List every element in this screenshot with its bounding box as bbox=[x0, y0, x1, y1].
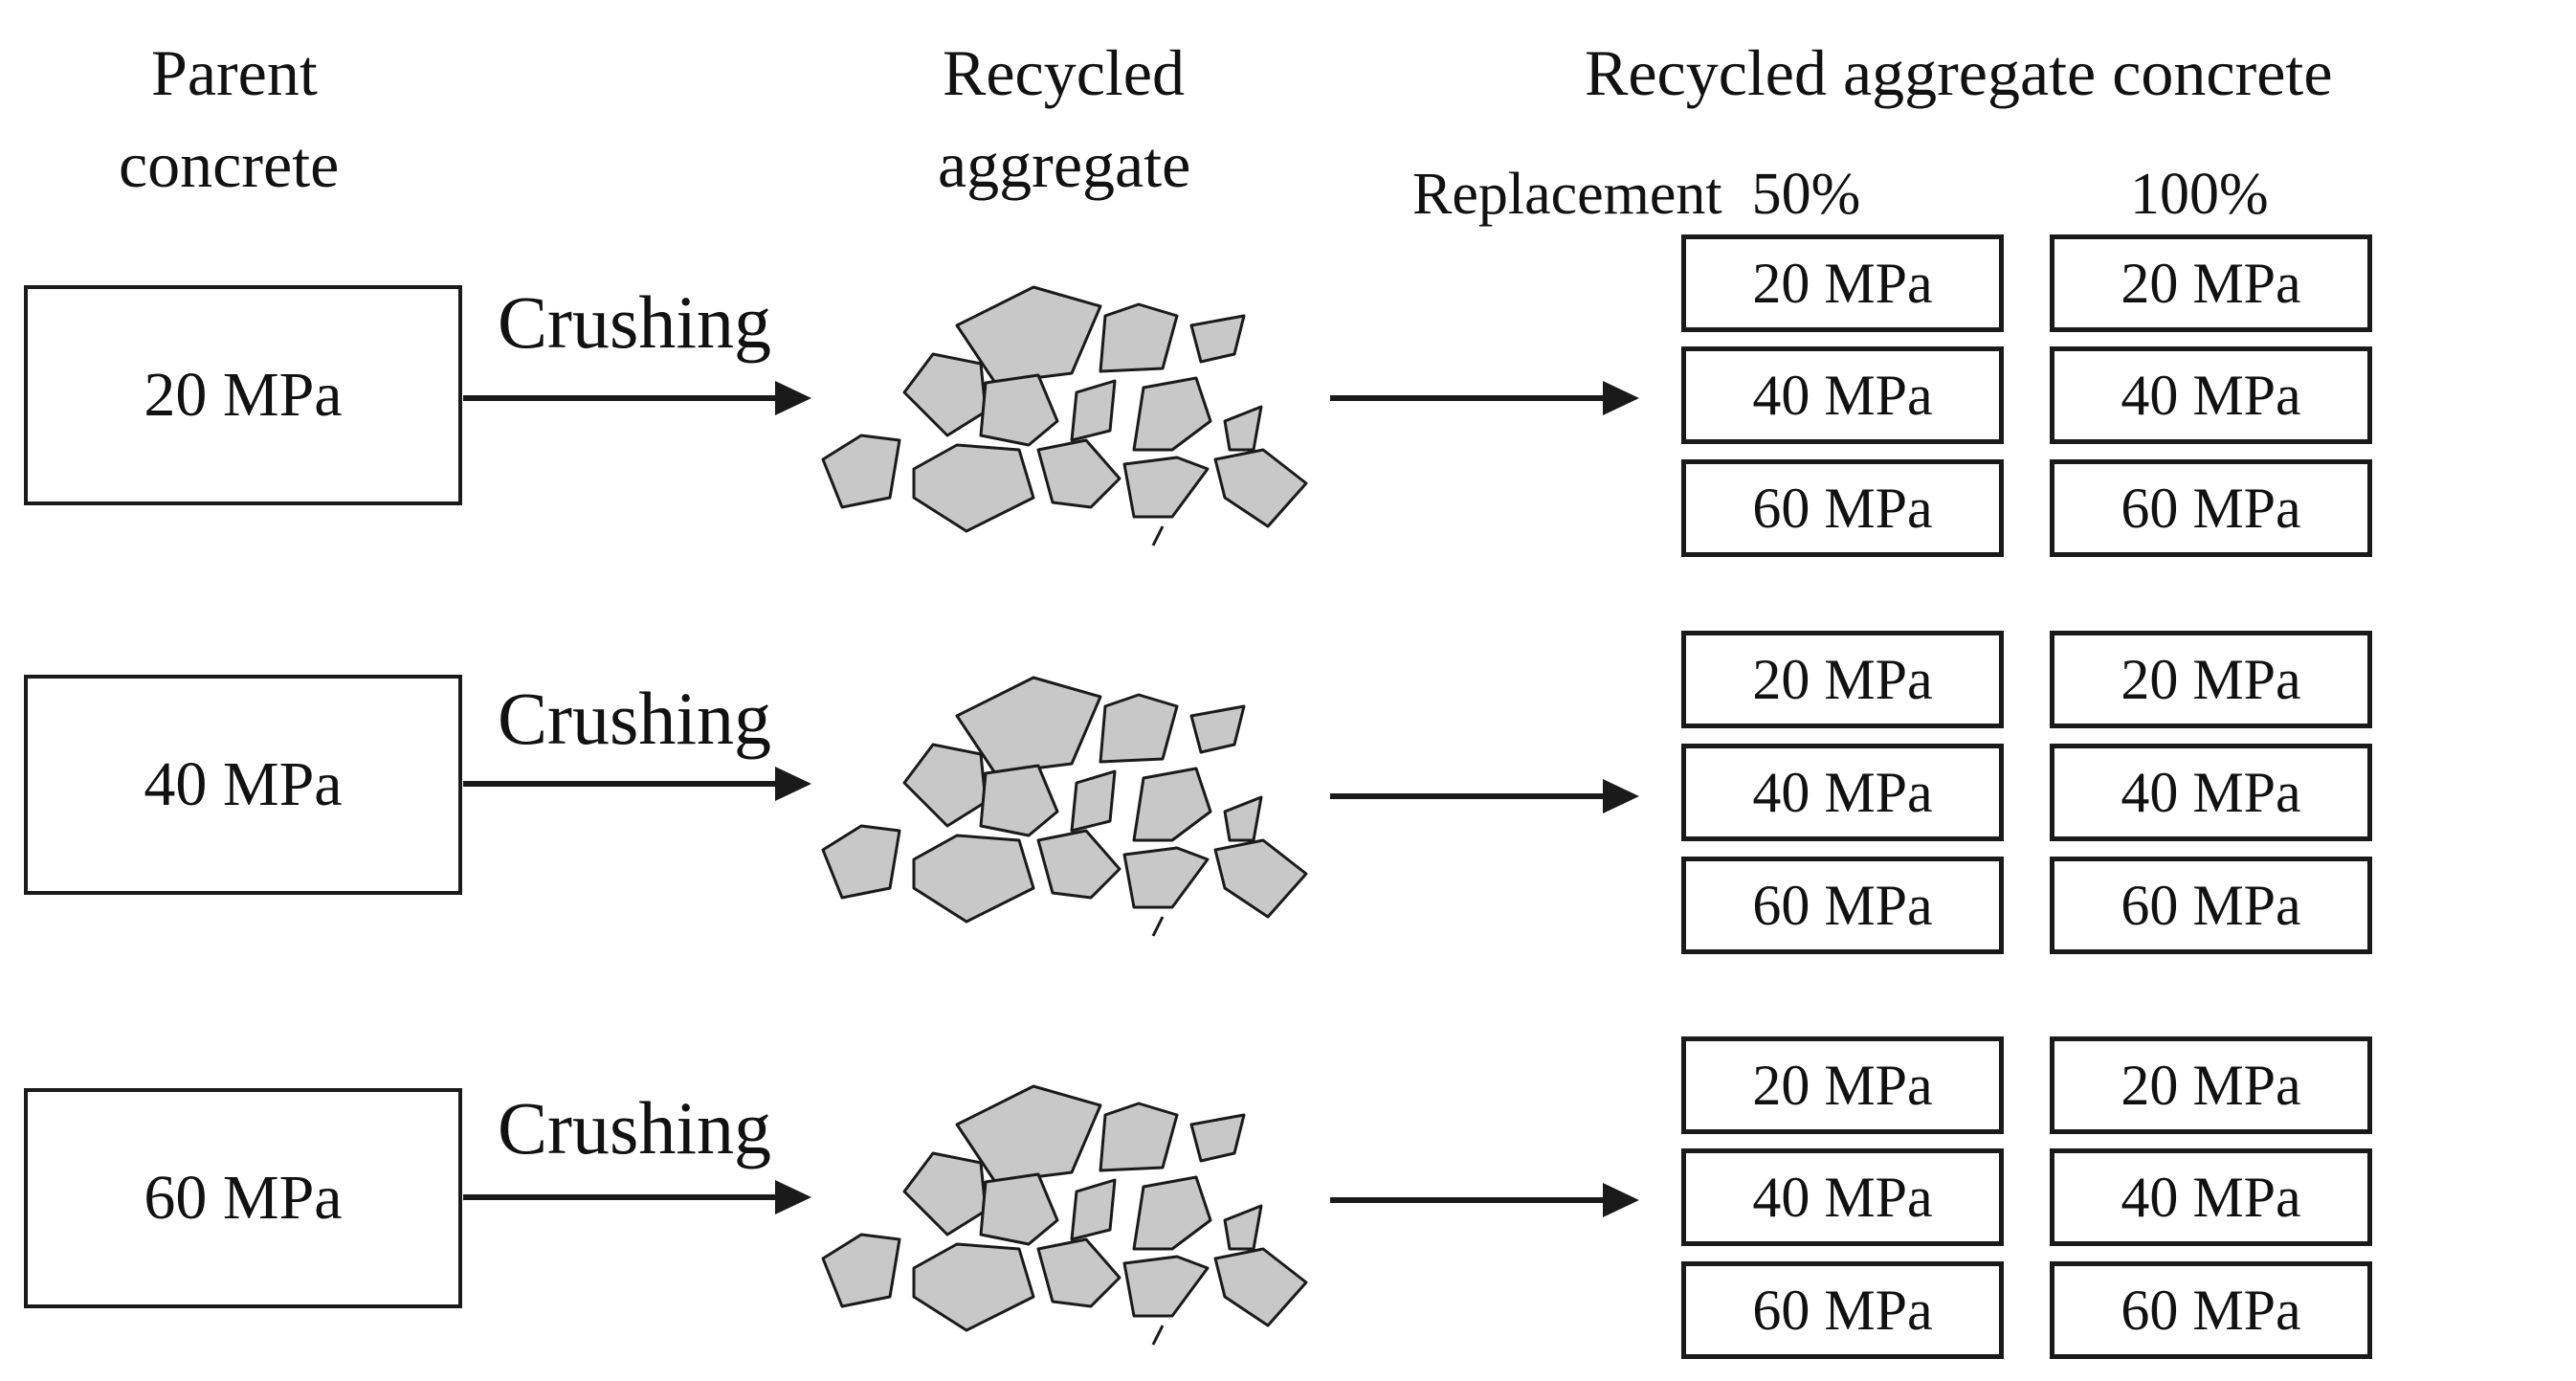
aggregate-pile-row2 bbox=[821, 676, 1308, 937]
rac-strength-label: 60 MPa bbox=[1752, 873, 1933, 937]
rac-strength-label: 60 MPa bbox=[2121, 1278, 2301, 1342]
parent-concrete-box-1: 20 MPa bbox=[24, 285, 462, 505]
rac-strength-label: 40 MPa bbox=[1752, 1165, 1933, 1229]
rac-strength-label: 20 MPa bbox=[1752, 647, 1933, 711]
parent-strength-label: 60 MPa bbox=[144, 1163, 343, 1233]
rac-strength-label: 60 MPa bbox=[2121, 476, 2301, 540]
rac-box-50-row3-b: 40 MPa bbox=[1681, 1148, 2004, 1246]
parent-strength-label: 40 MPa bbox=[144, 749, 343, 819]
crushing-label-row3: Crushing bbox=[498, 1086, 772, 1169]
aggregate-pile-row1 bbox=[821, 285, 1308, 546]
rac-box-100-row3-a: 20 MPa bbox=[2050, 1036, 2372, 1134]
arrow-to-rac-row3 bbox=[1330, 1183, 1639, 1217]
parent-concrete-header-line2: concrete bbox=[119, 128, 340, 201]
rac-box-50-row3-c: 60 MPa bbox=[1681, 1261, 2004, 1359]
rac-box-100-row1-a: 20 MPa bbox=[2050, 234, 2372, 332]
arrow-crushing-row3 bbox=[463, 1180, 811, 1214]
aggregate-pile-row3 bbox=[821, 1084, 1308, 1346]
rac-strength-label: 40 MPa bbox=[1752, 363, 1933, 427]
rac-strength-label: 40 MPa bbox=[1752, 760, 1933, 824]
rac-strength-label: 40 MPa bbox=[2121, 363, 2301, 427]
rac-strength-label: 60 MPa bbox=[1752, 476, 1933, 540]
recycled-aggregate-header-line2: aggregate bbox=[938, 128, 1191, 201]
rac-box-100-row3-b: 40 MPa bbox=[2050, 1148, 2372, 1246]
arrow-to-rac-row2 bbox=[1330, 779, 1639, 813]
rac-box-50-row3-a: 20 MPa bbox=[1681, 1036, 2004, 1134]
rac-box-100-row2-c: 60 MPa bbox=[2050, 857, 2372, 954]
rac-box-50-row1-b: 40 MPa bbox=[1681, 346, 2004, 444]
arrow-to-rac-row1 bbox=[1330, 381, 1639, 415]
rac-strength-label: 20 MPa bbox=[1752, 251, 1933, 315]
rac-box-100-row1-c: 60 MPa bbox=[2050, 459, 2372, 557]
rac-strength-label: 20 MPa bbox=[2121, 251, 2301, 315]
rac-box-50-row2-a: 20 MPa bbox=[1681, 631, 2004, 728]
arrow-crushing-row1 bbox=[463, 381, 811, 415]
rac-box-100-row2-a: 20 MPa bbox=[2050, 631, 2372, 728]
rac-box-50-row1-a: 20 MPa bbox=[1681, 234, 2004, 332]
rac-box-100-row1-b: 40 MPa bbox=[2050, 346, 2372, 444]
replacement-100-label: 100% bbox=[2130, 162, 2269, 227]
parent-concrete-header-line1: Parent bbox=[151, 36, 318, 109]
parent-concrete-box-3: 60 MPa bbox=[24, 1088, 462, 1308]
arrow-crushing-row2 bbox=[463, 767, 811, 801]
crushing-label-row2: Crushing bbox=[498, 677, 772, 760]
rac-box-100-row2-b: 40 MPa bbox=[2050, 744, 2372, 841]
rac-strength-label: 40 MPa bbox=[2121, 1165, 2301, 1229]
rac-box-100-row3-c: 60 MPa bbox=[2050, 1261, 2372, 1359]
replacement-50-label: Replacement 50% bbox=[1412, 162, 1861, 227]
rac-strength-label: 20 MPa bbox=[2121, 647, 2301, 711]
rac-box-50-row1-c: 60 MPa bbox=[1681, 459, 2004, 557]
rac-strength-label: 60 MPa bbox=[1752, 1278, 1933, 1342]
recycled-aggregate-concrete-header: Recycled aggregate concrete bbox=[1585, 36, 2333, 109]
rac-box-50-row2-c: 60 MPa bbox=[1681, 857, 2004, 954]
rac-strength-label: 20 MPa bbox=[2121, 1053, 2301, 1117]
rac-strength-label: 20 MPa bbox=[1752, 1053, 1933, 1117]
rac-strength-label: 60 MPa bbox=[2121, 873, 2301, 937]
rac-strength-label: 40 MPa bbox=[2121, 760, 2301, 824]
parent-strength-label: 20 MPa bbox=[144, 360, 343, 430]
crushing-label-row1: Crushing bbox=[498, 280, 772, 364]
parent-concrete-box-2: 40 MPa bbox=[24, 675, 462, 895]
rac-box-50-row2-b: 40 MPa bbox=[1681, 744, 2004, 841]
recycled-aggregate-header-line1: Recycled bbox=[943, 36, 1185, 109]
